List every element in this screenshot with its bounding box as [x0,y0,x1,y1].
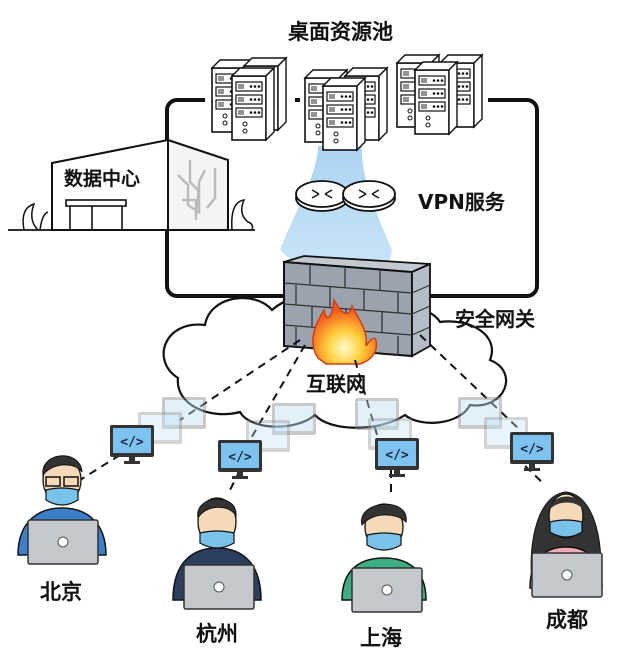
user-chengdu [529,491,603,598]
security-gateway-label: 安全网关 [455,307,535,331]
datacenter-label: 数据中心 [64,168,141,190]
vpn-router-right [342,180,396,212]
user-hangzhou [172,497,262,610]
resource-pool-label: 桌面资源池 [288,20,393,44]
monitor-shanghai [375,438,419,477]
vpn-service-label: VPN服务 [418,190,505,214]
user-beijing [17,455,107,565]
user-shanghai [341,503,427,613]
city-label-beijing: 北京 [40,580,82,604]
city-label-chengdu: 成都 [546,608,588,632]
server-rack-group-right [393,54,488,135]
monitor-trail-chengdu [458,397,554,471]
monitor-hangzhou [218,440,262,479]
city-label-hangzhou: 杭州 [196,622,238,646]
internet-label: 互联网 [306,372,366,396]
server-rack-group-left [205,57,295,141]
server-rack-group-middle [300,66,395,151]
city-label-shanghai: 上海 [360,626,402,650]
monitor-chengdu [510,432,554,471]
vpn-router-left [295,180,349,212]
datacenter-building [8,138,255,231]
fire-icon [312,297,378,365]
monitor-trail-beijing [110,397,206,464]
